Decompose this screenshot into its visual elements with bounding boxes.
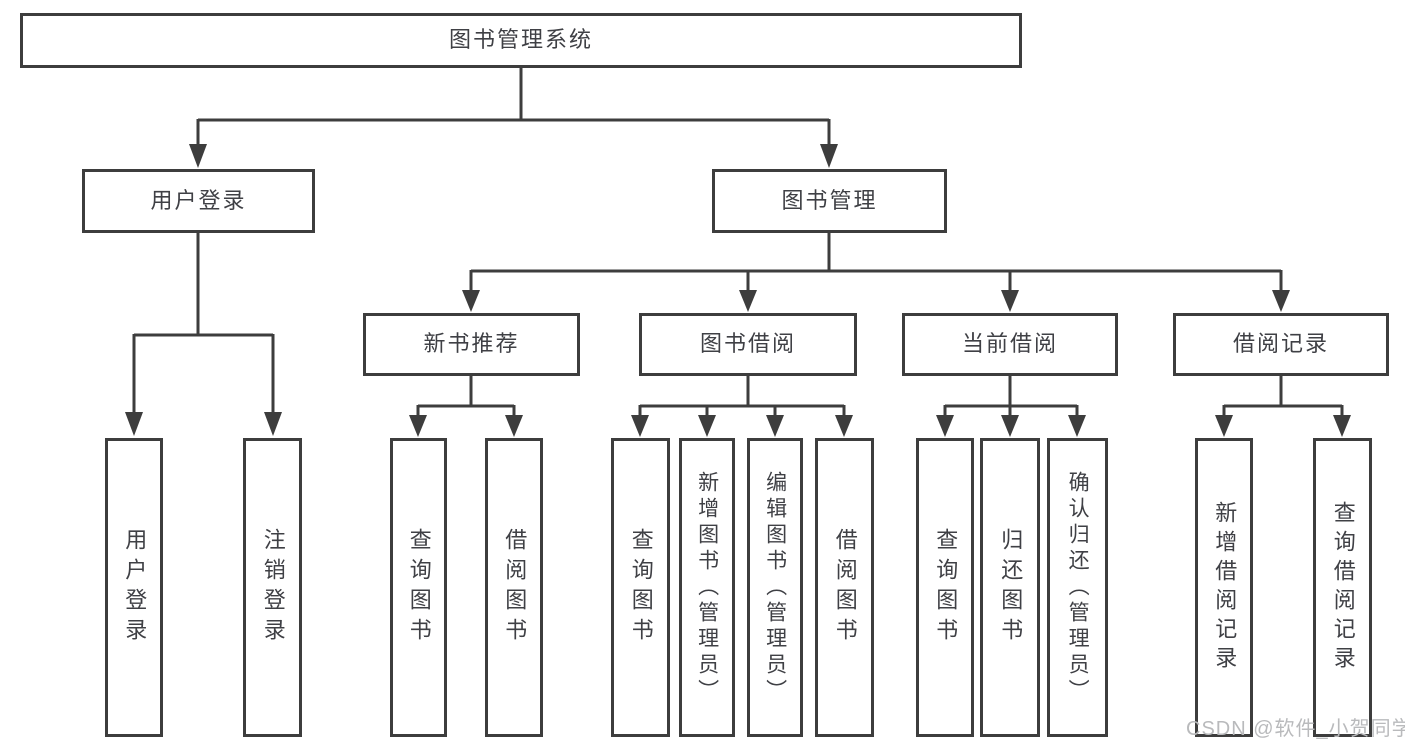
node-current-borrow: 当前借阅 bbox=[902, 313, 1118, 376]
leaf-edit-books-admin: 编辑图书（管理员） bbox=[747, 438, 803, 737]
leaf-add-borrow-record: 新增借阅记录 bbox=[1195, 438, 1253, 737]
leaf-confirm-return-admin: 确认归还（管理员） bbox=[1047, 438, 1108, 737]
node-book-borrow: 图书借阅 bbox=[639, 313, 857, 376]
leaf-logout: 注销登录 bbox=[243, 438, 302, 737]
node-new-book-recommend: 新书推荐 bbox=[363, 313, 580, 376]
leaf-query-borrow-record: 查询借阅记录 bbox=[1313, 438, 1372, 737]
node-user-login: 用户登录 bbox=[82, 169, 315, 233]
leaf-return-books: 归还图书 bbox=[980, 438, 1040, 737]
leaf-user-login: 用户登录 bbox=[105, 438, 163, 737]
leaf-borrow-books: 借阅图书 bbox=[485, 438, 543, 737]
leaf-query-books: 查询图书 bbox=[390, 438, 447, 737]
arrowheads bbox=[125, 144, 1351, 437]
leaf-add-books-admin: 新增图书（管理员） bbox=[679, 438, 735, 737]
node-root-library-system: 图书管理系统 bbox=[20, 13, 1022, 68]
leaf-query-books: 查询图书 bbox=[611, 438, 670, 737]
node-borrow-records: 借阅记录 bbox=[1173, 313, 1389, 376]
leaf-borrow-books: 借阅图书 bbox=[815, 438, 874, 737]
node-book-management: 图书管理 bbox=[712, 169, 947, 233]
csdn-watermark: CSDN @软件_小贺同学 bbox=[1186, 718, 1405, 740]
leaf-query-books: 查询图书 bbox=[916, 438, 974, 737]
